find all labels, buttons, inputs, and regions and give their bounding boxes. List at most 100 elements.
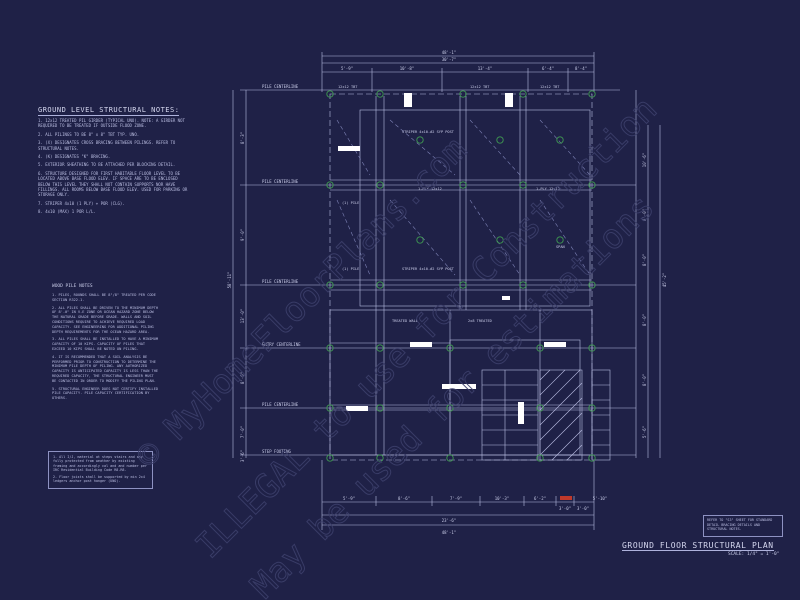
foundation-outline [329,93,593,461]
dim-bottom-seg: 5'-10" [593,496,607,501]
pile-marker [376,454,384,462]
centerline-label: ENTRY CENTERLINE [262,342,301,347]
wood-note-item: 3. ALL PILES SHALL BE INSTALLED TO HAVE … [52,337,159,351]
lower-right-wing [539,309,593,456]
dim-top-seg: 13'-4" [478,66,492,71]
pile-marker [536,404,544,412]
note-item: 8. 4x10 (MAX) 1 POR L/L. [38,209,96,215]
dim-bottom-seg: 3'-0" [559,506,571,511]
wood-note-item: 2. ALL PILES SHALL BE DRIVEN TO THE MINI… [52,305,159,334]
dim-left-overall: 58'-11" [227,272,232,289]
beam-callout [338,146,360,151]
structural-notes: 1. 12x12 TREATED PIL GIRDER (TYPICAL UNO… [38,118,188,218]
pile-marker [588,454,596,462]
pile-marker [588,90,596,98]
pile-marker [459,90,467,98]
pile-marker [416,136,424,144]
hatched-area [539,369,583,461]
note-item: 4. (K) DESIGNATES "K" BRACING. [38,154,111,160]
structural-notes-title: GROUND LEVEL STRUCTURAL NOTES: [38,106,180,116]
dim-right-seg: 8'-0" [642,374,647,386]
pile-marker [536,454,544,462]
plan-label: 12x12 TBT [470,85,490,89]
centerline-label: PILE CENTERLINE [262,402,299,407]
side-step-treads [592,384,610,446]
note-item: 2. ALL PILINGS TO BE 8" x 8" TBT TYP. UN… [38,131,140,137]
pile-marker [376,181,384,189]
note-item: 5. EXTERIOR SHEATHING TO BE ATTACHED PER… [38,162,176,168]
dim-bottom-seg: 8'-6" [398,496,410,501]
pile-markers [326,90,596,462]
pile-marker [588,344,596,352]
pile-marker [446,454,454,462]
dim-bottom-seg: 3'-0" [577,506,589,511]
dim-right-seg: 5'-6" [642,426,647,438]
wood-pile-notes-title: WOOD PILE NOTES [52,284,93,289]
centerline-label: STEP FOOTING [262,449,291,454]
boxed-note-item: 2. Floor joists shall be supported by mi… [53,474,145,484]
pile-marker [519,90,527,98]
cross-bracing [389,119,521,276]
pile-marker [588,281,596,289]
wood-note-item: 1. PILES, ROUNDS SHALL BE 8"/8" TREATED … [52,293,156,302]
pile-marker [326,454,334,462]
plan-label: (1) PILE [342,267,359,271]
note-item: 1. 12x12 TREATED PIL GIRDER (TYPICAL UNO… [38,118,185,129]
wood-note-item: 5. STRUCTURAL ENGINEER DOES NOT CERTIFY … [52,386,159,401]
dim-left-seg: 8'-0" [240,372,245,384]
pile-marker [536,344,544,352]
pile-marker [496,236,504,244]
dim-right-overall: 45'-2" [662,273,667,287]
wood-pile-notes: 1. PILES, ROUNDS SHALL BE 8"/8" TREATED … [52,293,160,404]
note-item: 3. (X) DESIGNATES CROSS BRACING BETWEEN … [38,140,176,151]
beam-callout [410,342,432,347]
dim-top-overall: 48'-1" [442,50,456,55]
beam-callout [502,296,510,300]
pile-marker [446,404,454,412]
plan-label: SPAN [556,245,565,249]
plan-label: 12x12 TBT [338,85,358,89]
dim-top-seg: 10'-8" [400,66,414,71]
dim-right-seg: 10'-6" [642,153,647,167]
beam-callouts [338,93,566,424]
dim-top-seg: 5'-9" [341,66,353,71]
hatch-pattern [539,369,583,461]
pile-marker [459,281,467,289]
dim-bottom-sub: 23'-6" [442,518,456,523]
pile-marker [588,181,596,189]
dim-right-seg: 8'-0" [642,314,647,326]
pile-marker [326,344,334,352]
note-item: 6. STRUCTURE DESIGNED FOR FIRST HABITABL… [38,170,188,198]
wood-note-item: 4. IT IS RECOMMENDED THAT A SOIL ANALYSI… [52,354,159,383]
pile-marker [376,404,384,412]
plan-label: TREATED WALL [392,319,418,323]
dim-left-seg: 8'-3" [240,132,245,144]
lower-center-wing [449,339,581,456]
pile-marker [416,236,424,244]
watermark-line-3: May be used for estimations [243,187,662,600]
reference-note: REFER TO "S3" SHEET FOR STANDARD DETAIL … [703,515,783,537]
pile-marker [376,344,384,352]
plan-label: 12x12 TBT [540,85,560,89]
dim-top-seg: 6'-4" [542,66,554,71]
pile-marker [326,90,334,98]
pile-marker [376,281,384,289]
beam-callout [518,402,524,424]
plan-label: (1) PILE [342,201,359,205]
dim-bottom-seg: 6'-2" [534,496,546,501]
centerline-label: PILE CENTERLINE [262,179,299,184]
pile-marker [588,404,596,412]
pile-marker [326,181,334,189]
beam-callout [544,342,566,347]
boxed-note-item: 1. All I/J, material at steps stairs and… [53,455,147,473]
pile-marker [326,281,334,289]
pile-marker [446,344,454,352]
plan-label: 1-PLY 12x12 [418,187,442,191]
dim-left-seg: 13'-0" [240,309,245,323]
centerline-label: PILE CENTERLINE [262,279,299,284]
dim-right-seg: 8'-0" [642,254,647,266]
plan-label: 1-PLY 12x12 [536,187,560,191]
dim-bottom-seg: 5'-9" [343,496,355,501]
